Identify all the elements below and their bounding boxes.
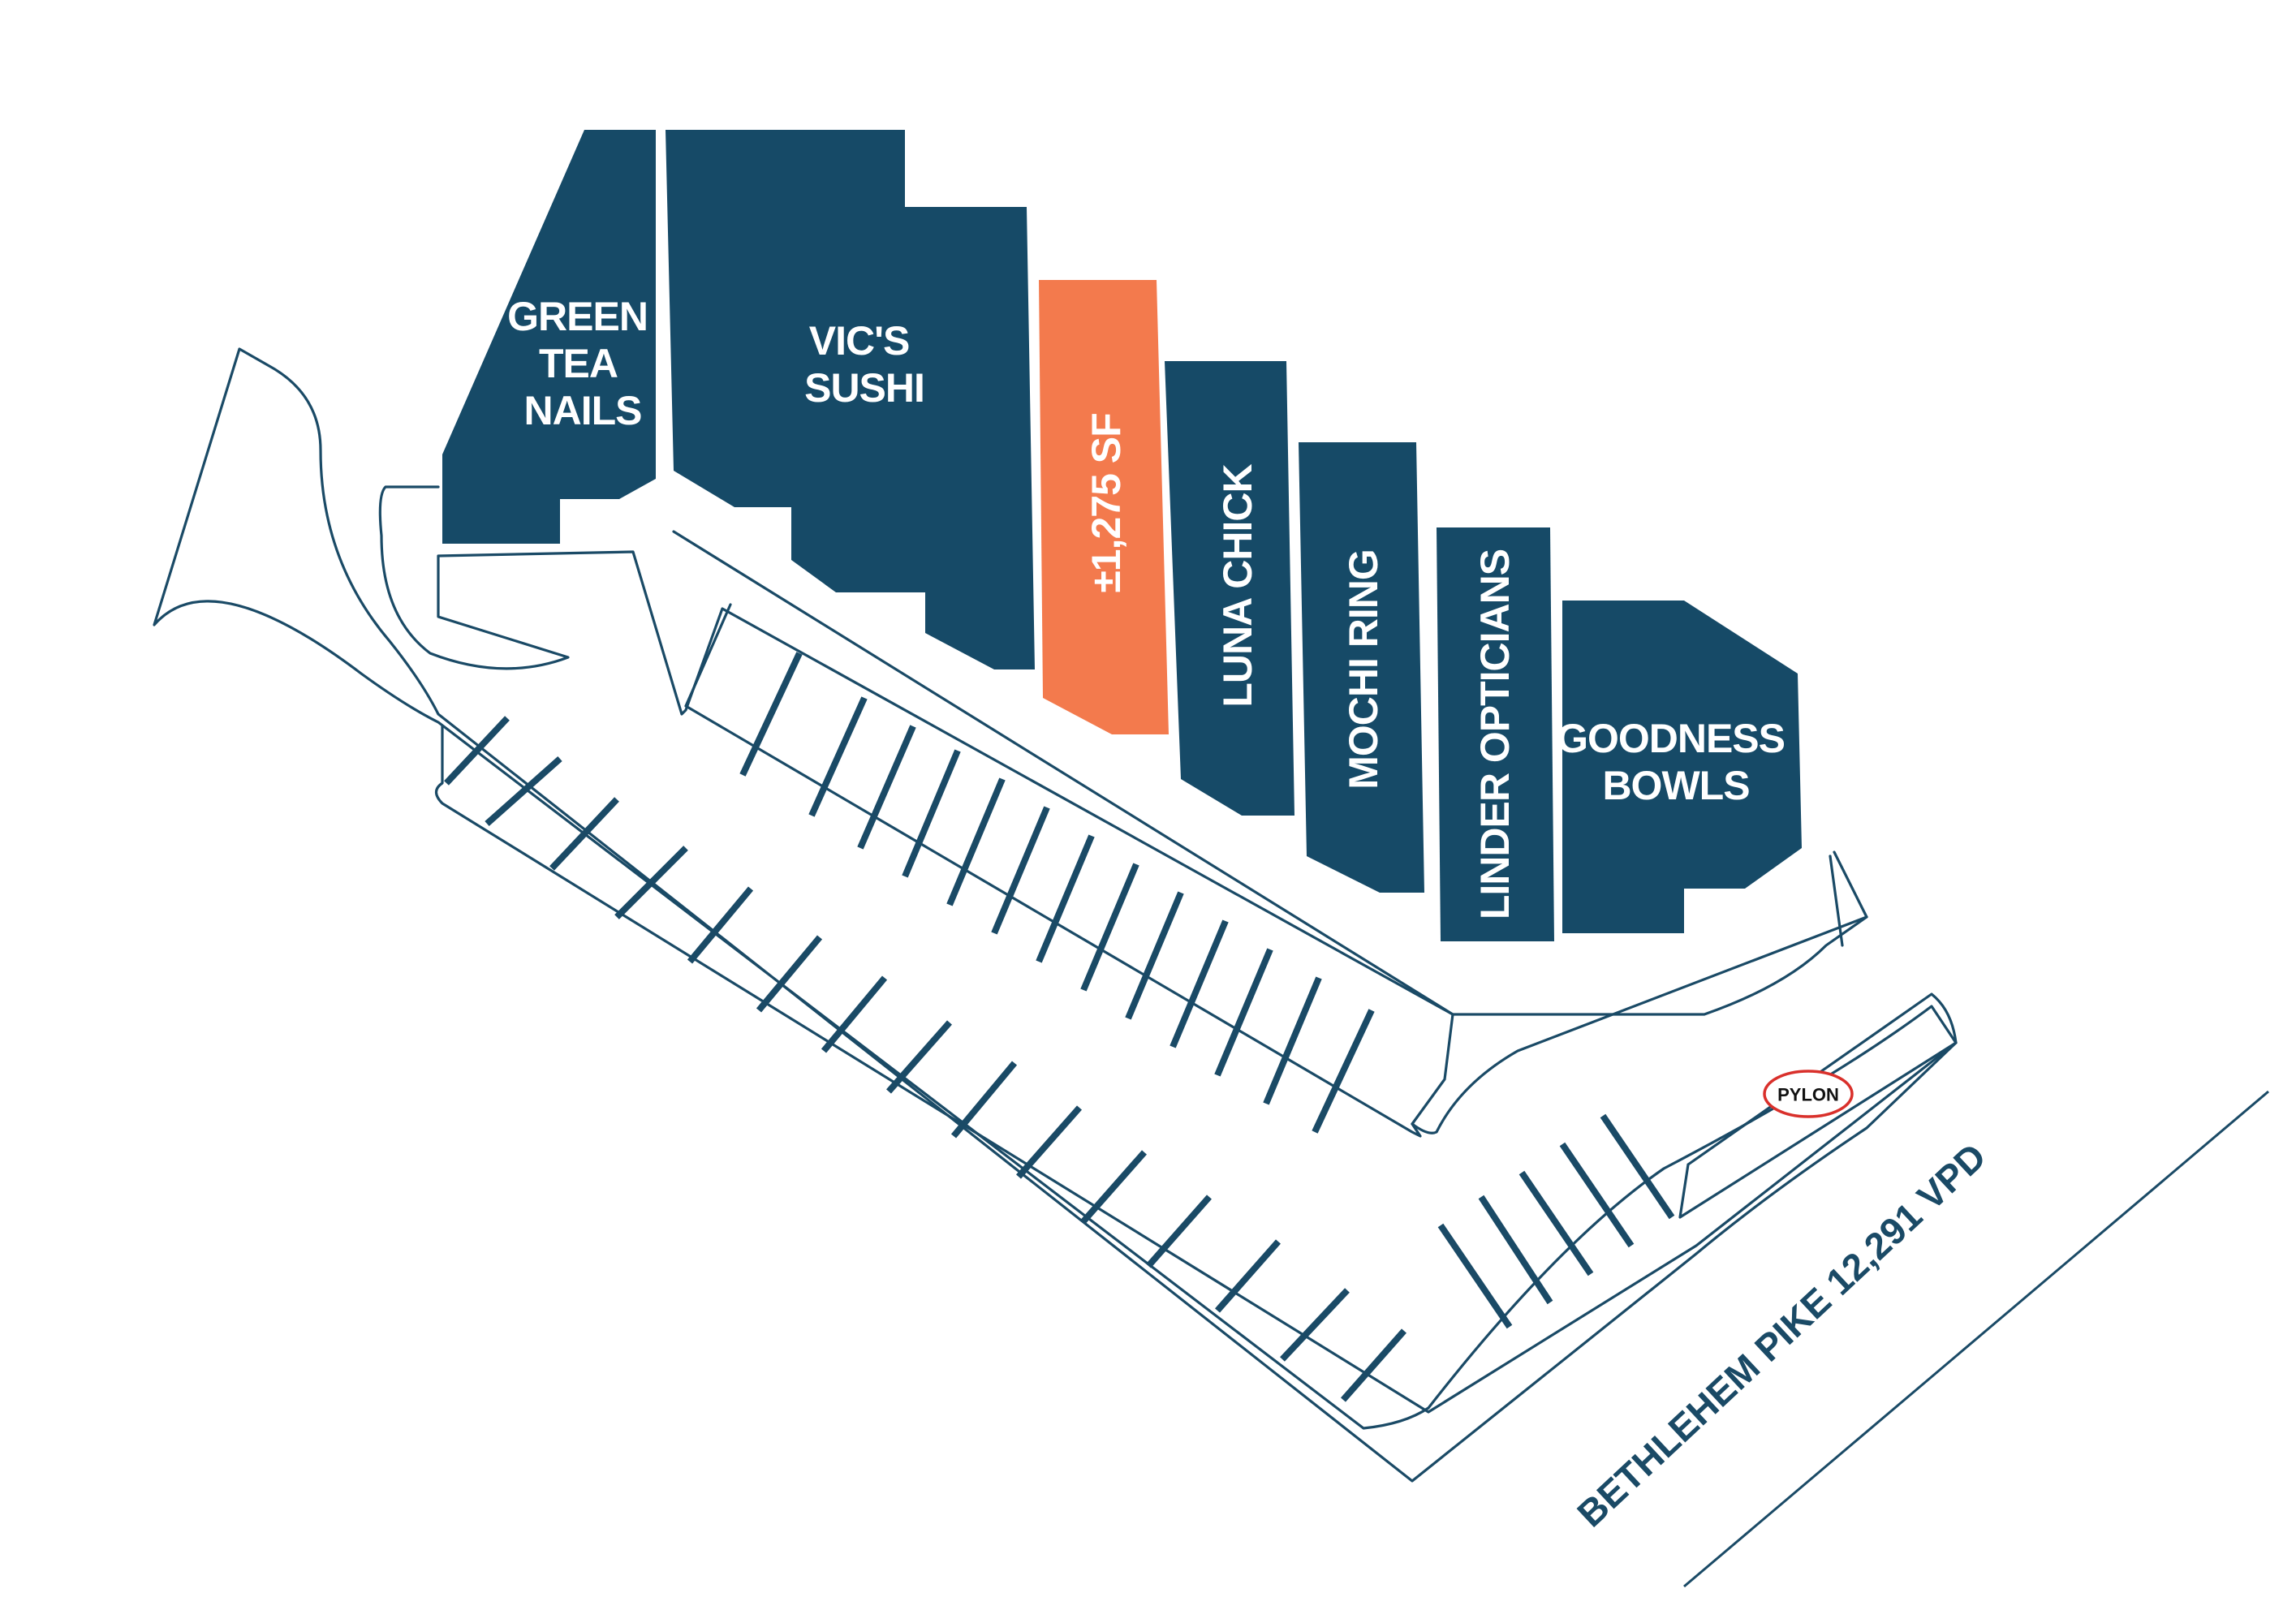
road-label: BETHLEHEM PIKE 12,291 VPD (1569, 1134, 1993, 1535)
pylon-sign[interactable]: PYLON (1763, 1070, 1854, 1118)
store-green-tea-nails[interactable]: GREEN TEA NAILS (442, 130, 658, 544)
store-label: LUNA CHICK (1215, 463, 1260, 707)
parking-stalls (444, 652, 1675, 1402)
store-label: VIC'S SUSHI (804, 318, 924, 411)
store-label: MOCHI RING (1341, 549, 1386, 790)
bethlehem-pike-road-line (1683, 1090, 2269, 1588)
store-luna-chick[interactable]: LUNA CHICK (1165, 361, 1294, 816)
store-linder-opticians[interactable]: LINDER OPTICIANS (1437, 527, 1554, 941)
store-label: GREEN TEA NAILS (507, 294, 658, 433)
store-label: LINDER OPTICIANS (1472, 549, 1518, 919)
store-mochi-ring[interactable]: MOCHI RING (1299, 442, 1424, 893)
store-goodness-bowls[interactable]: GOODNESS BOWLS (1557, 601, 1802, 933)
store-label: ±1,275 SF (1083, 413, 1129, 592)
store-vacant-unit[interactable]: ±1,275 SF (1039, 280, 1169, 734)
store-label: GOODNESS BOWLS (1557, 716, 1795, 808)
pylon-label: PYLON (1777, 1085, 1839, 1105)
store-vics-sushi[interactable]: VIC'S SUSHI (666, 130, 1035, 669)
